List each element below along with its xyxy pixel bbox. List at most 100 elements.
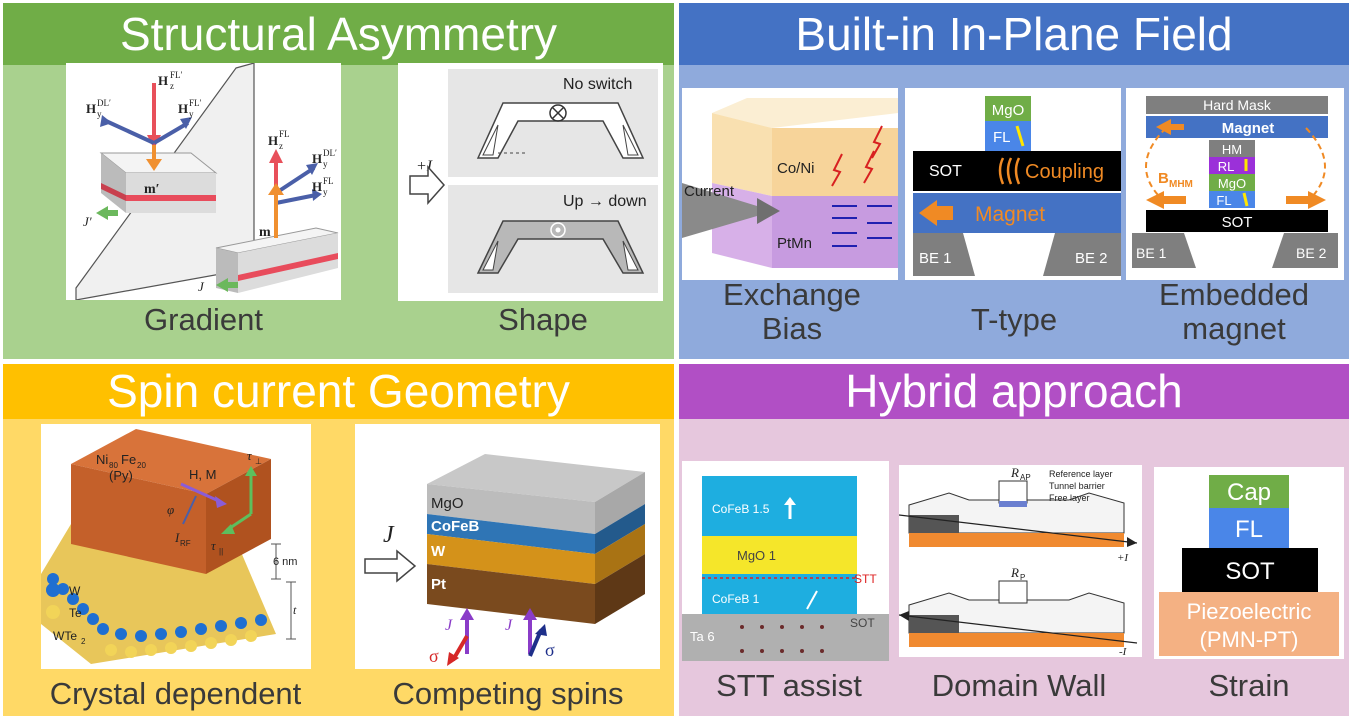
svg-text:DL′: DL′ — [97, 98, 111, 108]
ref-layer-label: Reference layer — [1049, 469, 1113, 479]
cs-cofeb-label: CoFeB — [431, 518, 480, 535]
hard-mask-label: Hard Mask — [1203, 97, 1272, 113]
wte2-label: WTe — [53, 629, 77, 643]
strain-figure: Cap FL SOT Piezoelectric (PMN-PT) — [1154, 467, 1344, 659]
svg-text:RF: RF — [180, 539, 191, 548]
crystal-dependent-figure: Ni 80 Fe 20 (Py) H, M φ I RF τ ⊥ τ || 6 … — [41, 424, 311, 669]
exchange-bias-caption-line1: Exchange — [723, 277, 861, 312]
hm-vector-label: H, M — [189, 467, 216, 482]
strain-cap-label: Cap — [1227, 479, 1271, 506]
t-be1-label: BE 1 — [919, 250, 952, 267]
current-label: Current — [684, 183, 735, 200]
stt-cofeb1-label: CoFeB 1 — [712, 592, 760, 606]
competing-spins-caption: Competing spins — [392, 676, 624, 711]
e-sot-label: SOT — [1222, 214, 1253, 231]
embedded-magnet-label: Magnet — [1222, 120, 1275, 137]
t-fl-label: FL — [993, 129, 1011, 146]
ta6-label: Ta 6 — [690, 629, 715, 644]
svg-text:y: y — [323, 159, 328, 169]
svg-text:FL′: FL′ — [170, 70, 183, 80]
domain-wall-caption: Domain Wall — [931, 668, 1107, 703]
hy-dl-label: H — [312, 151, 322, 166]
tunnel-barrier-label: Tunnel barrier — [1049, 481, 1105, 491]
stt-cofeb15-label: CoFeB 1.5 — [712, 502, 770, 516]
svg-text:DL′: DL′ — [323, 148, 337, 158]
embedded-magnet-caption-line1: Embedded — [1159, 277, 1309, 312]
svg-text:⊥: ⊥ — [255, 457, 262, 466]
gradient-caption: Gradient — [144, 302, 263, 337]
svg-text:FL′: FL′ — [189, 98, 202, 108]
inplane-field-quadrant: Built-in In-Plane Field Current Co/Ni Pt… — [679, 3, 1349, 359]
spin-geometry-quadrant: Spin current Geometry — [3, 364, 674, 716]
svg-text:FL: FL — [323, 176, 334, 186]
j-prime-label: J′ — [83, 214, 92, 229]
shape-figure: No switch Up → down +I — [398, 63, 663, 301]
piezoelectric-label: Piezoelectric — [1187, 599, 1312, 624]
svg-text:80: 80 — [109, 461, 118, 470]
m-label: m — [259, 225, 271, 240]
cs-w-label: W — [431, 543, 446, 560]
svg-text:y: y — [323, 187, 328, 197]
domain-wall-figure: R AP Reference layer Tunnel barrier Free… — [899, 465, 1142, 657]
thickness-label: 6 nm — [273, 556, 297, 568]
hz-fl-prime-label: H — [158, 73, 168, 88]
w-legend-label: W — [69, 584, 81, 598]
strain-caption: Strain — [1208, 668, 1290, 703]
cs-pt-label: Pt — [431, 576, 446, 593]
svg-text:Fe: Fe — [121, 452, 136, 467]
t-type-figure: MgO FL SOT Coupling Magnet BE 1 BE 2 — [905, 88, 1121, 280]
phi-label: φ — [167, 502, 174, 517]
te-legend-label: Te — [69, 606, 82, 620]
svg-text:MHM: MHM — [1169, 179, 1193, 190]
free-layer-label: Free layer — [1049, 493, 1090, 503]
hy-fl-label: H — [312, 179, 322, 194]
crystal-dependent-caption: Crystal dependent — [49, 676, 302, 711]
coni-label: Co/Ni — [777, 160, 815, 177]
e-be1-label: BE 1 — [1136, 245, 1167, 261]
tau-par-label: τ — [211, 538, 217, 553]
tau-perp-label: τ — [247, 448, 253, 463]
m-prime-label: m′ — [144, 182, 160, 197]
exchange-bias-caption-line2: Bias — [761, 311, 823, 346]
structural-asymmetry-title: Structural Asymmetry — [3, 3, 674, 65]
cs-js-label-1: J — [445, 617, 453, 634]
hybrid-approach-quadrant: Hybrid approach CoFeB 1.5 MgO 1 CoFeB 1 … — [679, 364, 1349, 716]
cs-js-label-2: J — [505, 617, 513, 634]
nife-label: Ni — [96, 452, 108, 467]
cs-sigma-label-2: σ — [545, 640, 555, 660]
svg-text:y: y — [189, 109, 194, 119]
t-mgo-label: MgO — [992, 102, 1025, 119]
structural-asymmetry-quadrant: Structural Asymmetry H z FL′ H y — [3, 3, 674, 359]
j-label: J — [198, 279, 205, 294]
svg-text:y: y — [97, 109, 102, 119]
cs-sigma-label-1: σ — [429, 646, 439, 666]
t-type-caption: T-type — [970, 302, 1058, 337]
svg-text:AP: AP — [1020, 473, 1031, 482]
strain-fl-label: FL — [1235, 516, 1263, 543]
competing-spins-figure: MgO CoFeB W Pt J J σ J σ — [355, 424, 660, 669]
e-mgo-label: MgO — [1218, 176, 1246, 191]
bmhm-label: B — [1158, 170, 1169, 187]
svg-text:P: P — [1020, 573, 1025, 582]
exchange-bias-figure: Current Co/Ni PtMn — [682, 88, 898, 280]
py-label: (Py) — [109, 468, 133, 483]
svg-text:2: 2 — [81, 637, 86, 646]
ptmn-label: PtMn — [777, 235, 812, 252]
spin-geometry-title: Spin current Geometry — [3, 364, 674, 419]
strain-sot-label: SOT — [1225, 558, 1275, 585]
hy-fl-prime-label: H — [178, 101, 188, 116]
svg-text:||: || — [219, 547, 223, 556]
cs-mgo-label: MgO — [431, 495, 464, 512]
shape-caption: Shape — [498, 302, 588, 337]
stt-assist-figure: CoFeB 1.5 MgO 1 CoFeB 1 STT Ta 6 SOT — [682, 461, 889, 661]
coupling-label: Coupling — [1025, 161, 1104, 183]
e-fl-label: FL — [1216, 193, 1231, 208]
rl-label: RL — [1218, 159, 1235, 174]
no-switch-label: No switch — [563, 76, 632, 93]
stt-mgo1-label: MgO 1 — [737, 548, 776, 563]
e-be2-label: BE 2 — [1296, 245, 1327, 261]
stt-assist-caption: STT assist — [716, 668, 862, 703]
svg-text:z: z — [170, 81, 174, 91]
hy-dl-prime-label: H — [86, 101, 96, 116]
inplane-field-title: Built-in In-Plane Field — [679, 3, 1349, 65]
